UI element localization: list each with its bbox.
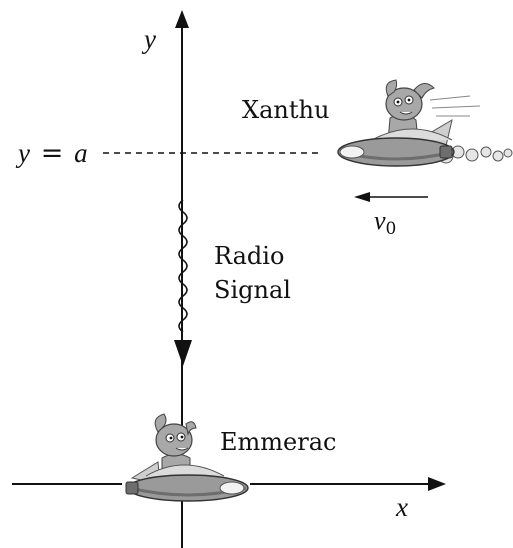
velocity-symbol: v (374, 206, 386, 235)
y-equals-a-eq: = (40, 138, 64, 169)
xanthu-label: Xanthu (242, 96, 330, 124)
xanthu-ship (337, 79, 513, 167)
y-axis-arrowhead (175, 10, 189, 28)
emmerac-ship (125, 413, 249, 502)
radio-signal-arrowhead (174, 340, 192, 366)
y-equals-a-rhs: a (74, 138, 88, 168)
speed-lines (429, 95, 481, 117)
radio-signal-label-line1: Radio (214, 242, 285, 270)
radio-signal-wave (178, 199, 188, 333)
y-axis-label: y (144, 24, 156, 54)
y-equals-a-label: y = a (18, 138, 88, 169)
velocity-subscript: 0 (385, 219, 397, 239)
x-axis-arrowhead (428, 477, 446, 491)
velocity-label: v0 (374, 208, 396, 238)
y-equals-a-lhs: y (18, 138, 30, 168)
velocity-arrowhead (354, 192, 370, 202)
radio-signal-label-line2: Signal (214, 276, 291, 304)
x-axis-label: x (396, 492, 408, 522)
emmerac-label: Emmerac (220, 428, 337, 456)
